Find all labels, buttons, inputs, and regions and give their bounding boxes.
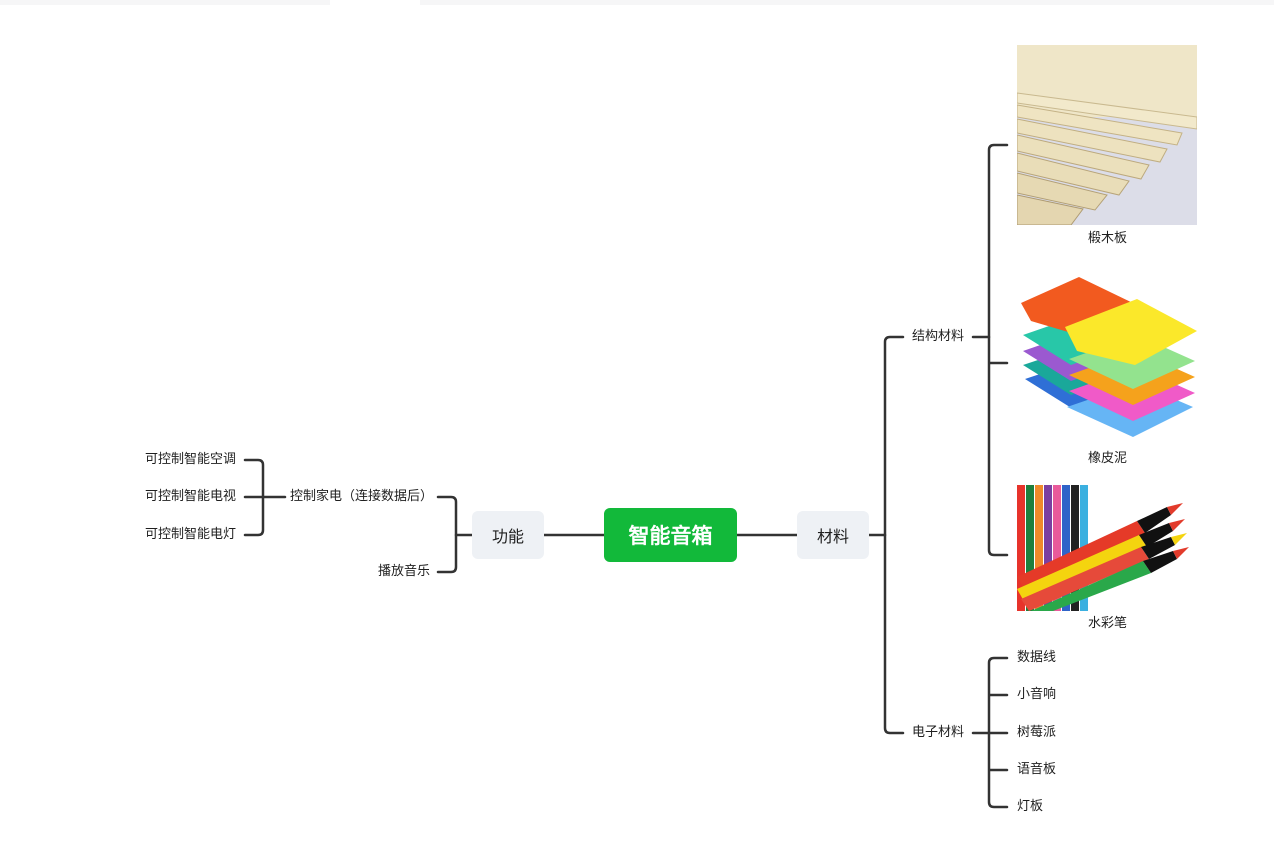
connector-materials-bracket bbox=[883, 335, 905, 735]
topic-light-board[interactable]: 灯板 bbox=[1017, 799, 1044, 814]
markers-image[interactable] bbox=[1017, 485, 1195, 611]
plywood-image[interactable] bbox=[1017, 45, 1197, 225]
topic-structural-materials[interactable]: 结构材料 bbox=[912, 329, 965, 344]
topic-voice-board[interactable]: 语音板 bbox=[1017, 762, 1057, 777]
topic-control-appliances[interactable]: 控制家电（连接数据后） bbox=[290, 489, 434, 504]
plywood-caption: 椴木板 bbox=[1088, 231, 1128, 246]
topic-small-speaker[interactable]: 小音响 bbox=[1017, 687, 1057, 702]
connector-control-bracket bbox=[243, 458, 265, 537]
top-edge-strip bbox=[0, 0, 330, 5]
clay-caption: 橡皮泥 bbox=[1088, 451, 1128, 466]
branch-function[interactable]: 功能 bbox=[472, 511, 544, 559]
branch-function-label: 功能 bbox=[491, 527, 524, 546]
connector-electronic-bracket bbox=[987, 656, 1009, 809]
topic-raspberry-pi[interactable]: 树莓派 bbox=[1017, 725, 1057, 740]
topic-control-tv[interactable]: 可控制智能电视 bbox=[144, 489, 236, 504]
connector-structural-bracket bbox=[987, 143, 1009, 557]
root-topic-label: 智能音箱 bbox=[628, 524, 713, 548]
connector-function-bracket bbox=[436, 495, 458, 574]
topic-electronic-materials[interactable]: 电子材料 bbox=[912, 725, 965, 740]
topic-control-light[interactable]: 可控制智能电灯 bbox=[144, 527, 236, 542]
topic-play-music[interactable]: 播放音乐 bbox=[378, 564, 431, 579]
topic-control-ac[interactable]: 可控制智能空调 bbox=[144, 452, 236, 467]
top-edge-strip bbox=[420, 0, 1274, 5]
markers-caption: 水彩笔 bbox=[1088, 616, 1128, 631]
root-topic[interactable]: 智能音箱 bbox=[604, 508, 737, 562]
branch-materials-label: 材料 bbox=[816, 527, 849, 546]
branch-materials[interactable]: 材料 bbox=[797, 511, 869, 559]
clay-image[interactable] bbox=[1017, 275, 1197, 445]
topic-data-cable[interactable]: 数据线 bbox=[1017, 650, 1057, 665]
